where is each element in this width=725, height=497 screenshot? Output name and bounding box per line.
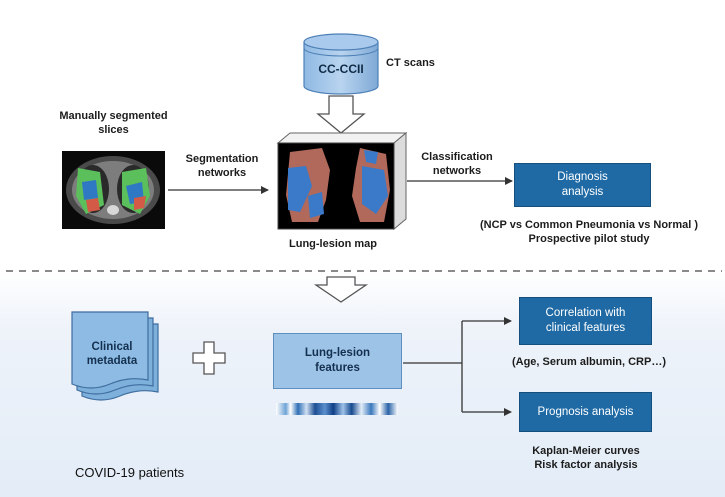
correlation-box: Correlation with clinical features	[519, 297, 652, 345]
diagnosis-analysis-box: Diagnosis analysis	[514, 163, 651, 207]
correlation-line2: clinical features	[545, 322, 626, 334]
prognosis-label: Prognosis analysis	[537, 405, 634, 418]
segmented-caption-line1: Manually segmented	[59, 110, 168, 122]
diagnosis-line2: analysis	[561, 186, 604, 198]
plus-icon	[192, 341, 226, 375]
prognosis-note-line1: Kaplan-Meier curves	[532, 445, 640, 457]
segmented-slices-caption: Manually segmented slices	[56, 109, 171, 137]
segmentation-networks-label: Segmentation networks	[176, 152, 268, 180]
footer-label: COVID-19 patients	[75, 465, 185, 480]
document-stack-icon	[71, 311, 159, 401]
lung-lesion-map-caption: Lung-lesion map	[289, 238, 377, 250]
database-icon	[303, 33, 379, 95]
correlation-line1: Correlation with	[545, 307, 626, 319]
diagnosis-notes: (NCP vs Common Pneumonia vs Normal ) Pro…	[466, 218, 712, 246]
features-line1: Lung-lesion	[304, 347, 371, 359]
lung-lesion-map-image	[276, 131, 408, 231]
lung-lesion-features-box: Lung-lesion features	[273, 333, 402, 389]
down-arrow-icon	[313, 276, 369, 303]
segmentation-line2: networks	[197, 167, 247, 179]
diagnosis-note-line2: Prospective pilot study	[528, 233, 650, 245]
prognosis-analysis-box: Prognosis analysis	[519, 392, 652, 432]
branch-connector	[403, 317, 512, 416]
metadata-line1: Clinical	[91, 341, 133, 353]
segmentation-line1: Segmentation	[185, 153, 259, 165]
classification-networks-label: Classification networks	[408, 150, 506, 178]
clinical-metadata-label: Clinical metadata	[80, 340, 144, 368]
classification-line2: networks	[432, 165, 482, 177]
correlation-note: (Age, Serum albumin, CRP…)	[511, 356, 667, 368]
segmented-ct-slice-image	[62, 151, 165, 229]
database-label: CC-CCII	[318, 62, 364, 76]
ct-scans-caption: CT scans	[386, 57, 435, 69]
prognosis-note-line2: Risk factor analysis	[534, 459, 638, 471]
features-line2: features	[315, 362, 360, 374]
prognosis-notes: Kaplan-Meier curves Risk factor analysis	[516, 444, 656, 472]
feature-vector-barcode	[276, 403, 398, 415]
classification-line1: Classification	[421, 151, 493, 163]
metadata-line2: metadata	[86, 355, 138, 367]
diagnosis-note-line1: (NCP vs Common Pneumonia vs Normal )	[479, 219, 698, 231]
down-arrow-icon	[316, 95, 366, 134]
segmented-caption-line2: slices	[98, 124, 129, 136]
diagnosis-line1: Diagnosis	[557, 171, 608, 183]
